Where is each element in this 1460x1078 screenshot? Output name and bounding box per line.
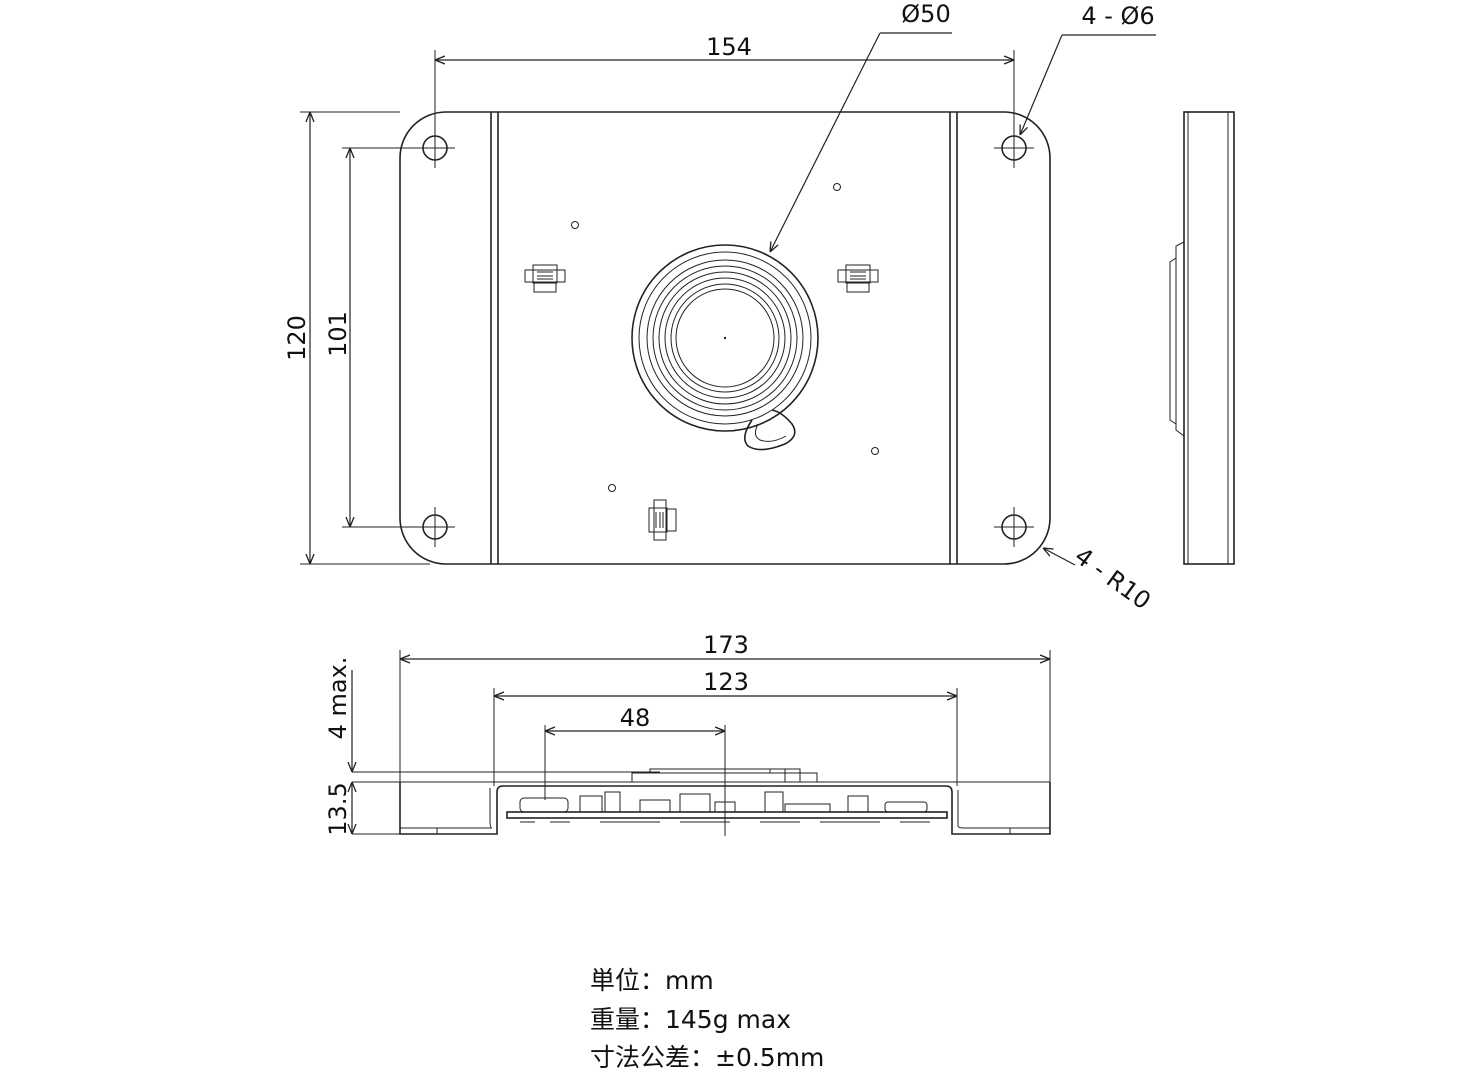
base-plate [399,111,1051,565]
svg-text:173: 173 [703,631,749,659]
dimension-4max: 4 max. [324,657,352,772]
svg-text:4 - Ø6: 4 - Ø6 [1081,2,1154,30]
dimension-coil-diameter: Ø50 [770,0,952,252]
pcb-profile [506,791,948,823]
svg-text:Ø50: Ø50 [901,0,950,28]
dimension-holes: 4 - Ø6 [1020,2,1156,135]
svg-text:101: 101 [324,311,352,357]
dimension-corner-radius: 4 - R10 [1043,542,1156,615]
wireless-charging-coil [631,244,819,451]
dimension-123: 123 [493,668,958,786]
dimension-13-5: 13.5 [324,782,352,836]
drawing-notes: 単位：mm 重量：145g max 寸法公差：±0.5mm [590,962,824,1078]
dimension-48: 48 [544,704,726,836]
side-view [1169,111,1235,565]
svg-text:48: 48 [620,704,651,732]
svg-text:4 - R10: 4 - R10 [1070,542,1156,615]
front-view [352,768,1051,835]
svg-text:120: 120 [283,315,311,361]
small-holes [571,183,879,492]
dimension-154: 154 [434,33,1015,140]
note-tolerance: 寸法公差：±0.5mm [590,1043,825,1072]
connectors [524,264,879,541]
svg-text:4 max.: 4 max. [324,657,352,740]
note-weight: 重量：145g max [590,1004,792,1034]
dimension-101: 101 [324,147,425,528]
dimension-173: 173 [399,631,1051,782]
svg-text:123: 123 [703,668,749,696]
svg-text:13.5: 13.5 [324,782,352,835]
note-unit: 単位：mm [590,966,714,995]
top-view [399,111,1051,565]
svg-text:154: 154 [706,33,752,61]
dimension-120: 120 [283,111,430,565]
